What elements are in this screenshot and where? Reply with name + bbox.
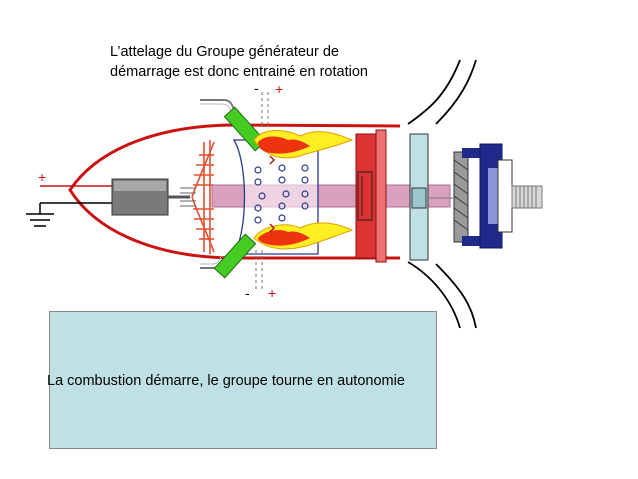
flame-bottom-inner (258, 230, 310, 246)
nacelle-outline (68, 123, 401, 260)
header-caption: L’attelage du Groupe générateur de démar… (110, 42, 440, 82)
starter-coupling (180, 187, 196, 207)
compressor-rotor (191, 140, 215, 254)
plus-sign-top: + (275, 81, 283, 97)
flame-top-inner (258, 136, 310, 154)
turbine-hub (357, 171, 373, 221)
fuel-line-top (200, 99, 235, 111)
fuel-line-bottom-2 (200, 255, 222, 265)
gear-bottom (462, 236, 482, 246)
minus-sign-top: - (254, 80, 259, 96)
minus-sign-bottom: - (245, 285, 250, 301)
turbine-nozzle (375, 129, 387, 263)
generator-flange (497, 159, 513, 233)
plus-sign-left: + (38, 169, 46, 185)
generator-core (488, 168, 500, 224)
starter-motor-highlight (114, 181, 166, 191)
status-box (49, 311, 437, 449)
fuel-line-top-2 (200, 103, 232, 113)
exhaust-cone (407, 59, 477, 329)
turbine-disc (355, 133, 377, 259)
igniter-leads (255, 92, 269, 290)
spark-marks (269, 155, 275, 233)
output-shaft (511, 185, 543, 209)
gear-top (462, 148, 482, 158)
liner-holes (254, 164, 309, 224)
plus-sign-bottom: + (268, 285, 276, 301)
header-line-2: démarrage est donc entrainé en rotation (110, 64, 368, 80)
header-line-1: L’attelage du Groupe générateur de (110, 44, 339, 60)
stator-hub (411, 187, 427, 209)
gearbox-hatching (453, 159, 469, 231)
injector-bottom (213, 233, 257, 279)
status-text: La combustion démarre, le groupe tourne … (47, 373, 405, 389)
